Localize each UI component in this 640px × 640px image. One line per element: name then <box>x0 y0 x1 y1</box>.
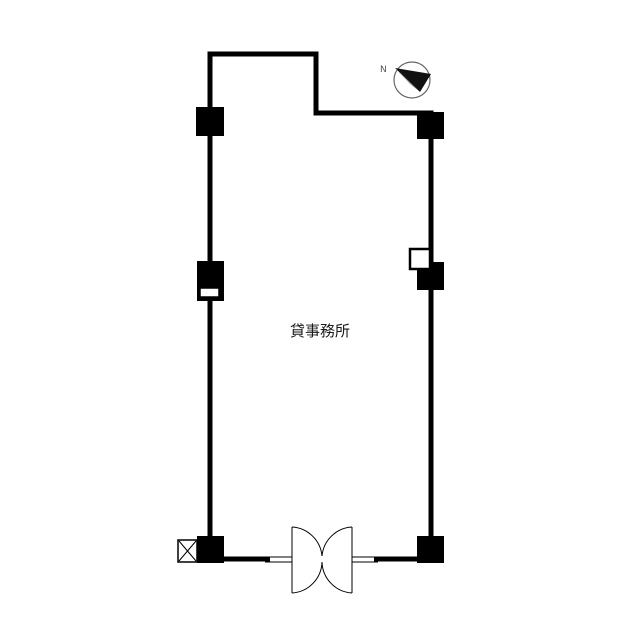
column-top-left <box>196 107 224 136</box>
compass-north-label: N <box>380 65 387 75</box>
column-mid-left-duct <box>199 287 220 298</box>
column-bottom-left <box>197 536 224 563</box>
column-bottom-right <box>417 536 444 563</box>
outer-wall <box>207 51 434 546</box>
double-door-icon <box>291 526 353 594</box>
column-top-right <box>417 112 444 139</box>
pipe-shaft-icon <box>177 539 198 563</box>
column-mid-right-duct <box>408 247 432 271</box>
north-arrow-icon: N <box>380 61 431 99</box>
room-label: 貸事務所 <box>290 322 350 340</box>
